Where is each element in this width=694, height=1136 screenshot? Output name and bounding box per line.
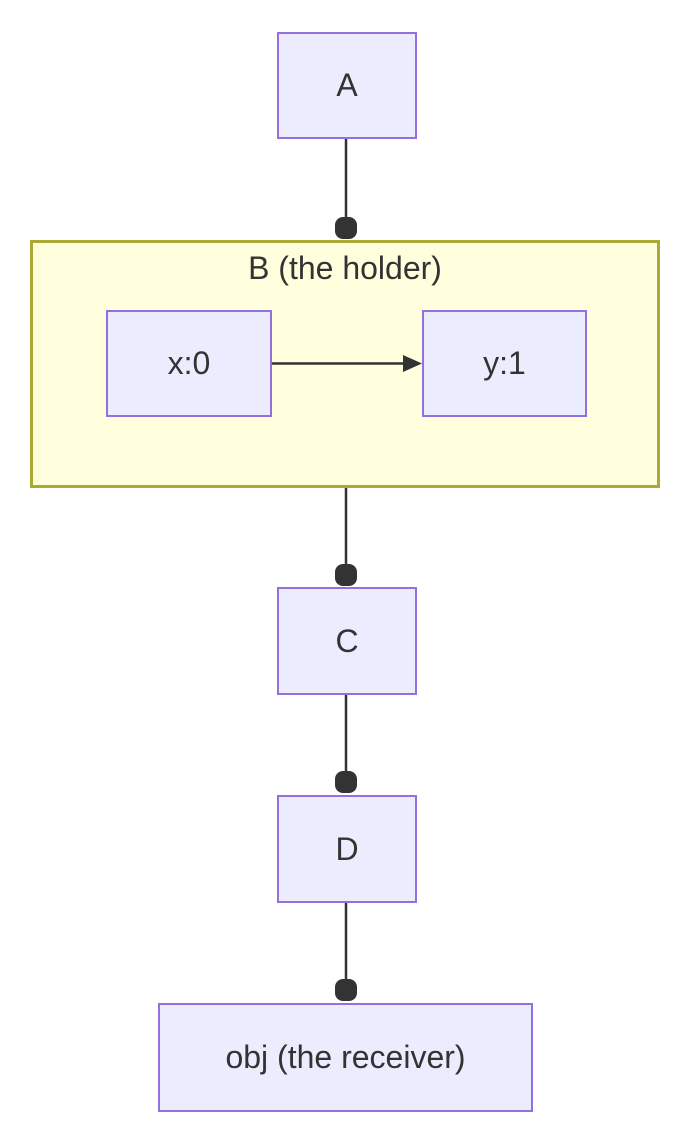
edge-a-to-b-circle-terminal bbox=[335, 217, 357, 239]
node-y1: y:1 bbox=[422, 310, 587, 417]
node-a: A bbox=[277, 32, 417, 139]
node-y1-label: y:1 bbox=[483, 345, 526, 382]
node-x0-label: x:0 bbox=[167, 345, 211, 382]
node-a-label: A bbox=[336, 67, 358, 104]
node-obj-label: obj (the receiver) bbox=[225, 1039, 466, 1076]
node-d-label: D bbox=[335, 830, 359, 867]
node-d: D bbox=[277, 795, 417, 903]
node-x0: x:0 bbox=[106, 310, 272, 417]
node-obj: obj (the receiver) bbox=[158, 1003, 533, 1112]
node-c-label: C bbox=[335, 622, 359, 659]
node-c: C bbox=[277, 587, 417, 695]
edge-d-to-obj-circle-terminal bbox=[335, 979, 357, 1001]
edge-c-to-d-circle-terminal bbox=[335, 771, 357, 793]
edge-x0-to-y1-arrowhead bbox=[403, 355, 422, 372]
subgraph-b-title: B (the holder) bbox=[248, 250, 442, 286]
edge-b-to-c-circle-terminal bbox=[335, 564, 357, 586]
